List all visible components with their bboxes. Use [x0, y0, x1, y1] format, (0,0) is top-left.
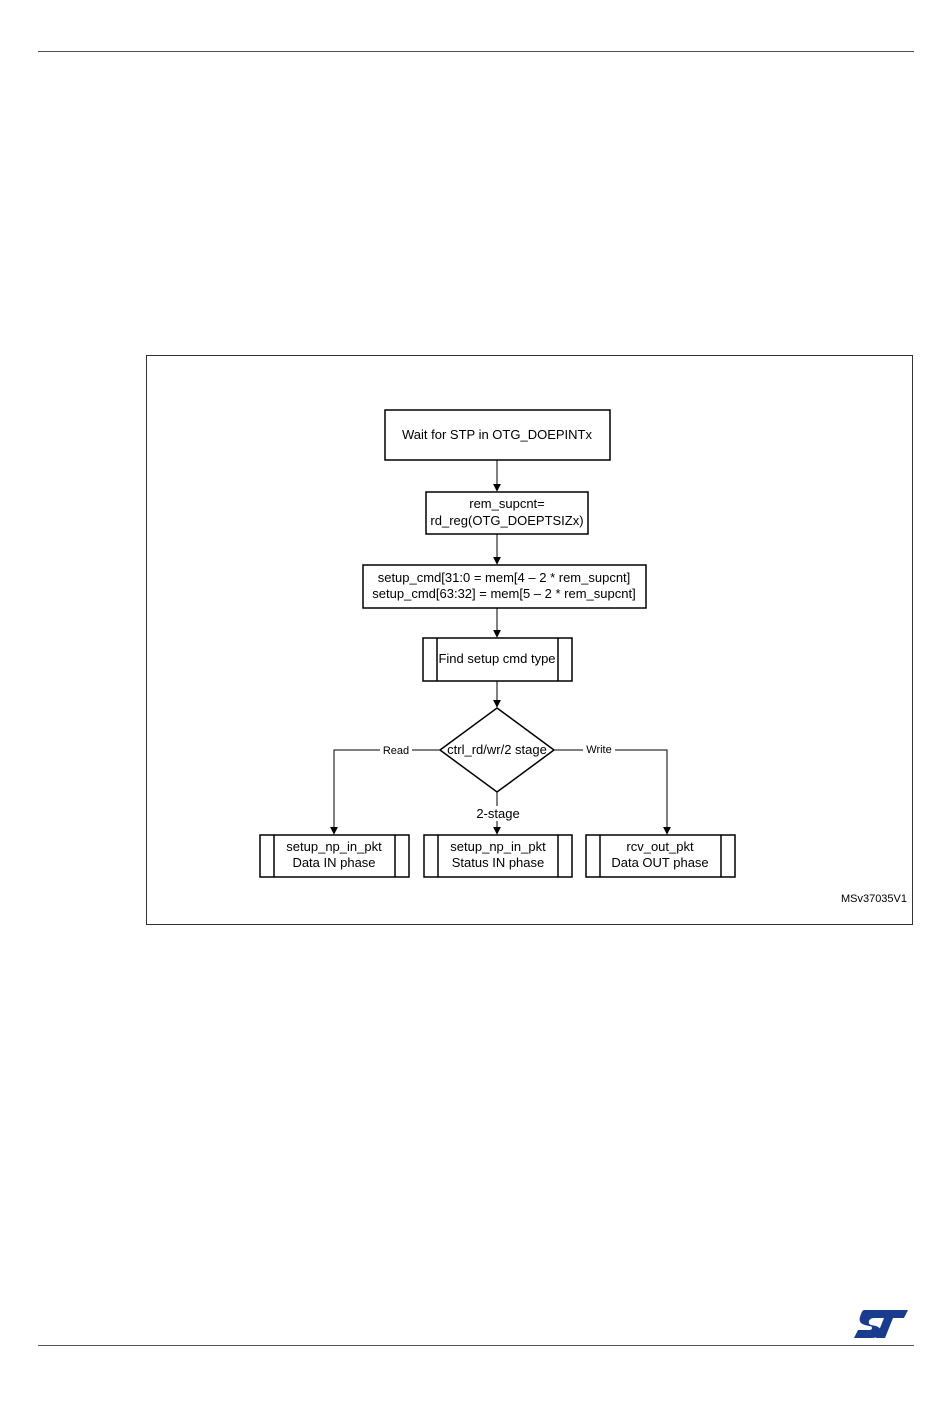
- node-find-type: Find setup cmd type: [422, 637, 573, 682]
- node-read-result: setup_np_in_pkt Data IN phase: [259, 834, 410, 878]
- st-logo-icon: [854, 1310, 908, 1338]
- node-decision: ctrl_rd/wr/2 stage: [438, 707, 556, 793]
- node-wait-stp: Wait for STP in OTG_DOEPINTx: [384, 409, 611, 461]
- node-rem-supcnt: rem_supcnt= rd_reg(OTG_DOEPTSIZx): [425, 491, 589, 535]
- figure-id: MSv37035V1: [841, 893, 907, 905]
- node-find-type-label: Find setup cmd type: [438, 651, 555, 666]
- node-setup-cmd-line2: setup_cmd[63:32] = mem[5 – 2 * rem_supcn…: [372, 586, 635, 601]
- node-setup-cmd: setup_cmd[31:0 = mem[4 – 2 * rem_supcnt]…: [362, 564, 647, 609]
- footer-rule: [38, 1345, 914, 1346]
- edge-write: [554, 749, 671, 835]
- node-decision-label: ctrl_rd/wr/2 stage: [447, 742, 547, 757]
- edge-read-label: Read: [383, 745, 409, 757]
- node-read-result-line2: Data IN phase: [292, 855, 375, 870]
- figure-frame: [146, 355, 913, 925]
- node-rem-supcnt-line2: rd_reg(OTG_DOEPTSIZx): [430, 513, 583, 528]
- edge-write-label: Write: [586, 744, 611, 756]
- edge-read-label-bg: [380, 742, 412, 756]
- node-rem-supcnt-line1: rem_supcnt=: [469, 496, 545, 511]
- edge-read: [330, 749, 440, 835]
- edge-two-stage-label: 2-stage: [476, 806, 519, 821]
- edge-write-label-bg: [583, 742, 615, 756]
- node-write-result-line1: rcv_out_pkt: [626, 839, 694, 854]
- node-write-result: rcv_out_pkt Data OUT phase: [585, 834, 736, 878]
- header-rule: [38, 51, 914, 52]
- node-setup-cmd-line1: setup_cmd[31:0 = mem[4 – 2 * rem_supcnt]: [378, 570, 631, 585]
- node-write-result-line2: Data OUT phase: [611, 855, 708, 870]
- edge-two-stage-label-bg: [474, 806, 522, 821]
- node-two-stage-result-line1: setup_np_in_pkt: [450, 839, 546, 854]
- node-read-result-line1: setup_np_in_pkt: [286, 839, 382, 854]
- node-wait-stp-label: Wait for STP in OTG_DOEPINTx: [402, 427, 592, 442]
- node-two-stage-result: setup_np_in_pkt Status IN phase: [423, 834, 573, 878]
- node-two-stage-result-line2: Status IN phase: [452, 855, 545, 870]
